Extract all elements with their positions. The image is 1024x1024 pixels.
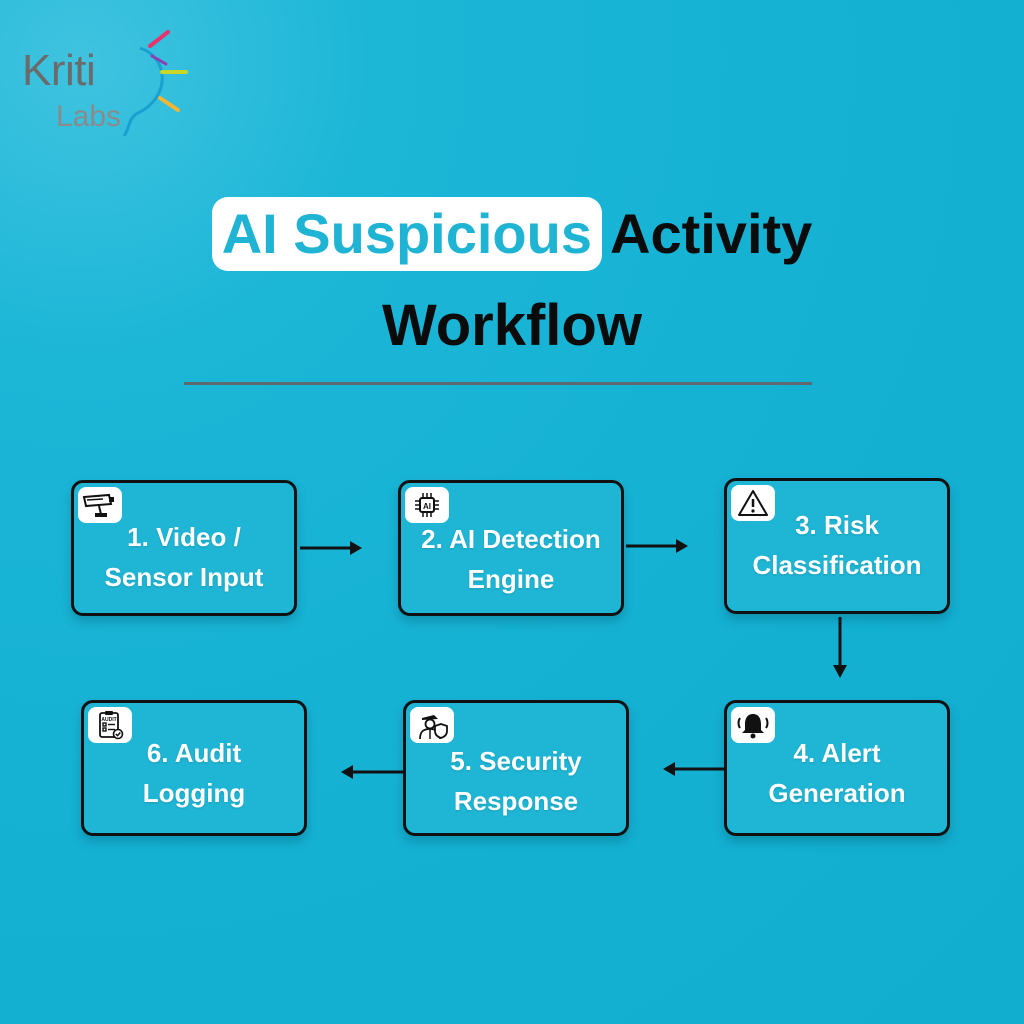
arrow-step5-to-step6 [341,765,403,779]
warning-triangle-icon [731,485,775,521]
step-label-line: Engine [467,564,555,594]
step-label-line: 2. AI Detection [421,524,601,554]
security-guard-icon [410,707,454,743]
svg-text:AI: AI [423,502,431,511]
logo-wordmark-labs: Labs [56,100,122,133]
step-label: 3. Risk Classification [727,505,947,585]
title-rest: Activity [610,202,813,265]
step-label-line: Classification [752,550,922,580]
step-label-line: Logging [142,778,246,808]
step-label-line: 6. Audit [146,738,242,768]
step-alert-generation: 4. Alert Generation [724,700,950,836]
step-label-line: 4. Alert [793,738,881,768]
cctv-camera-icon [78,487,122,523]
page-title-line2: Workflow [382,293,642,358]
kriti-labs-logo: Kriti Labs [20,28,200,148]
arrow-step3-to-step4 [833,617,847,678]
audit-clipboard-icon: AUDIT [88,707,132,743]
step-risk-classification: 3. Risk Classification [724,478,950,614]
arrow-step1-to-step2 [300,541,362,555]
step-label: 5. Security Response [406,741,626,821]
step-label: 6. Audit Logging [84,733,304,813]
arrow-step4-to-step5 [663,762,725,776]
step-label: 2. AI Detection Engine [401,519,621,599]
logo-wordmark-kriti: Kriti [22,46,96,95]
step-label-line: 1. Video / [127,522,241,552]
step-label-line: Generation [768,778,906,808]
step-security-response: 5. Security Response [403,700,629,836]
step-audit-logging: AUDIT 6. Audit Logging [81,700,307,836]
arrow-step2-to-step3 [626,539,688,553]
title-highlight: AI Suspicious [211,197,602,271]
step-label-line: Sensor Input [104,562,264,592]
logo-swoosh-icon [122,30,188,137]
ai-chip-icon: AI [405,487,449,523]
step-label-line: Response [453,786,579,816]
step-label-line: 3. Risk [795,510,879,540]
step-label: 1. Video / Sensor Input [74,517,294,597]
step-video-sensor-input: 1. Video / Sensor Input [71,480,297,616]
title-divider [184,382,812,385]
svg-text:AUDIT: AUDIT [101,717,116,723]
step-label-line: 5. Security [450,746,582,776]
step-label: 4. Alert Generation [727,733,947,813]
alarm-bell-icon [731,707,775,743]
step-ai-detection-engine: AI 2. AI Detection Engine [398,480,624,616]
